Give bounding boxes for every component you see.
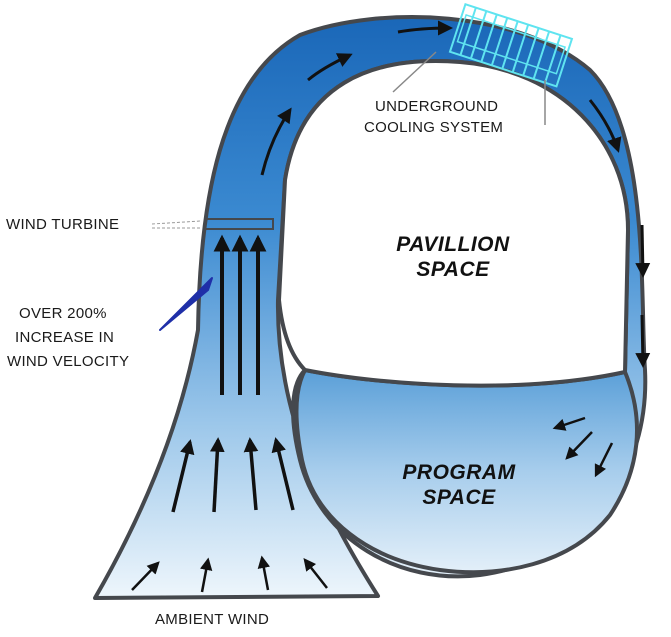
program-arrows	[552, 416, 614, 478]
cooling-leader-left	[392, 51, 437, 93]
pavillion-title-line1: PAVILLION	[396, 233, 510, 256]
cooling-label-line2: COOLING SYSTEM	[364, 119, 504, 136]
ambient-wind-label: AMBIENT WIND	[155, 611, 270, 628]
program-title-line2: SPACE	[422, 486, 496, 510]
intake-arrow-1	[171, 439, 195, 513]
ambient-arrow-2	[200, 557, 213, 593]
duct-arrow-2	[307, 53, 353, 82]
intake-arrows	[171, 437, 295, 513]
wind-turbine	[204, 218, 274, 230]
cooling-label-line1: UNDERGROUND	[375, 98, 499, 115]
intake-arrow-2	[210, 437, 225, 513]
pavillion-title-line2: SPACE	[416, 258, 490, 282]
program-arrow-2	[565, 431, 593, 460]
program-arrow-3	[594, 442, 614, 478]
ambient-arrow-3	[257, 555, 270, 591]
ambient-arrow-1	[131, 561, 160, 591]
duct-arrow-1	[260, 107, 292, 176]
duct-arrow-4	[588, 99, 622, 153]
program-arrow-1	[552, 416, 586, 431]
pavillion-space-title: PAVILLION SPACE	[378, 232, 528, 282]
cooling-system-grid	[448, 2, 574, 88]
circulation-arrows	[260, 20, 651, 368]
velocity-label-line1: OVER 200%	[19, 305, 107, 322]
ambient-arrow-4	[303, 558, 328, 589]
pavilion-space-area	[277, 59, 630, 388]
program-title-line1: PROGRAM	[402, 461, 516, 484]
velocity-label-line2: INCREASE IN	[15, 329, 115, 346]
turbine-arrows	[213, 234, 267, 395]
intake-arrow-3	[243, 437, 259, 511]
duct-arrow-3	[397, 20, 453, 36]
intake-arrow-4	[271, 437, 295, 511]
turbine-leader-1	[151, 220, 201, 225]
ambient-wind-arrows	[131, 555, 328, 593]
duct-arrow-6	[635, 314, 651, 368]
velocity-label-line3: WIND VELOCITY	[7, 353, 130, 370]
velocity-pointer	[159, 277, 213, 331]
program-space-title: PROGRAM SPACE	[394, 460, 524, 510]
wind-turbine-label: WIND TURBINE	[6, 216, 120, 233]
duct-arrow-5	[635, 224, 651, 278]
